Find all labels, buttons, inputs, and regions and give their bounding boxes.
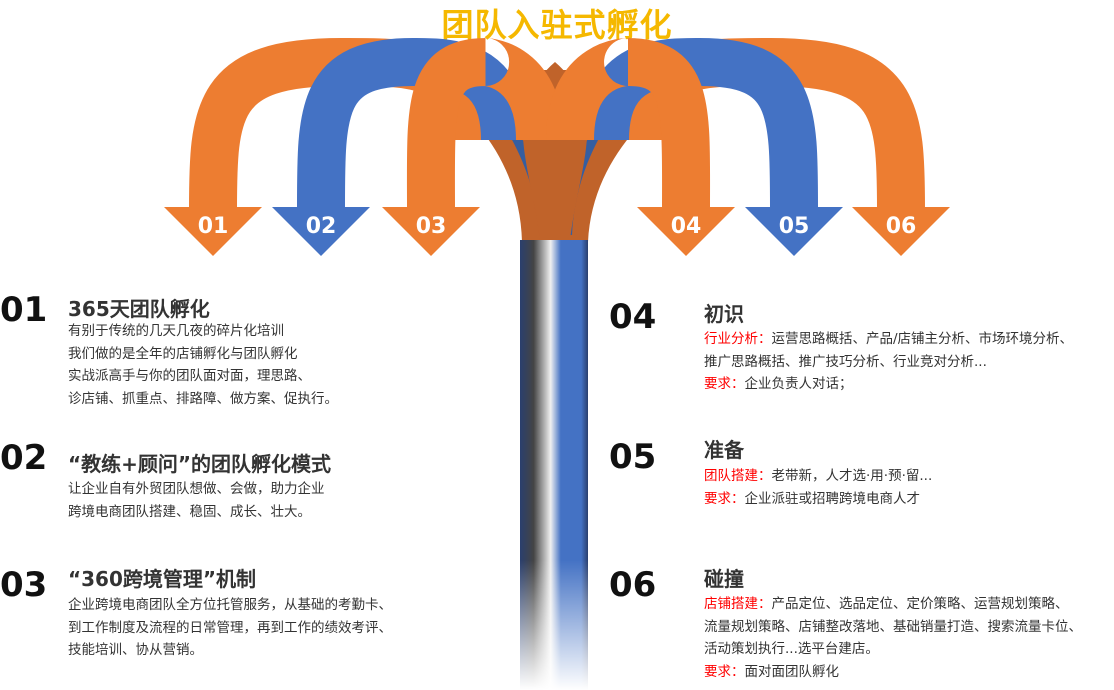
item-heading: 初识 <box>704 302 744 326</box>
body-line: 企业跨境电商团队全方位托管服务，从基础的考勤卡、 <box>68 597 392 613</box>
body-line: 实战派高手与你的团队面对面，理思路、 <box>68 368 311 384</box>
item-heading: 准备 <box>704 438 744 462</box>
item-number: 06 <box>609 565 657 605</box>
body-text: 企业派驻或招聘跨境电商人才 <box>744 490 921 507</box>
arrow-head-05 <box>745 207 843 256</box>
item-number: 03 <box>0 565 48 605</box>
body-line: 流量规划策略、店铺整改落地、基础销量打造、搜索流量卡位、 <box>704 618 1082 635</box>
item-heading: “360跨境管理”机制 <box>68 567 257 591</box>
body-line: 跨境电商团队搭建、稳固、成长、壮大。 <box>68 503 311 520</box>
arrow-label: 02 <box>305 214 337 239</box>
item-body: 让企业自有外贸团队想做、会做，助力企业 跨境电商团队搭建、稳固、成长、壮大。 <box>68 478 325 523</box>
arrow-label: 05 <box>778 214 810 239</box>
body-line: 我们做的是全年的店铺孵化与团队孵化 <box>68 345 298 362</box>
body-text: 企业负责人对话； <box>744 376 853 392</box>
red-label: 要求： <box>704 376 745 392</box>
red-label: 团队搭建： <box>704 468 772 484</box>
red-label: 店铺搭建： <box>704 596 772 612</box>
item-heading: 碰撞 <box>704 567 744 591</box>
arrow-head-04 <box>637 207 735 256</box>
item-heading: “教练+顾问”的团队孵化模式 <box>68 452 332 476</box>
item-body: 行业分析：运营思路概括、产品/店铺主分析、市场环境分析、 推广思路概括、推广技巧… <box>704 328 1073 396</box>
arrow-label: 06 <box>885 214 917 239</box>
item-body: 有别于传统的几天几夜的碎片化培训 我们做的是全年的店铺孵化与团队孵化 实战派高手… <box>68 320 338 410</box>
item-number: 04 <box>609 297 657 337</box>
item-number: 01 <box>0 290 48 330</box>
pipe <box>520 240 588 690</box>
red-label: 要求： <box>704 490 745 507</box>
item-number: 05 <box>609 437 657 477</box>
red-label: 行业分析： <box>704 331 772 347</box>
body-text: 面对面团队孵化 <box>744 663 840 680</box>
body-line: 让企业自有外贸团队想做、会做，助力企业 <box>68 481 325 497</box>
item-body: 企业跨境电商团队全方位托管服务，从基础的考勤卡、 到工作制度及流程的日常管理，再… <box>68 594 392 662</box>
body-line: 推广思路概括、推广技巧分析、行业竞对分析... <box>704 353 987 370</box>
arrow-label: 04 <box>670 214 702 239</box>
arrow-shaft-04 <box>546 37 711 211</box>
arrow-shaft-02 <box>296 37 529 211</box>
arrow-head-01 <box>164 207 262 256</box>
arrow-label: 01 <box>197 214 229 239</box>
red-label: 要求： <box>704 663 745 680</box>
arrow-shaft-05 <box>581 37 819 211</box>
body-line: 技能培训、协从营销。 <box>68 642 203 658</box>
page-title: 团队入驻式孵化 <box>441 6 673 44</box>
body-text: 运营思路概括、产品/店铺主分析、市场环境分析、 <box>771 331 1074 347</box>
body-line: 诊店铺、抓重点、排路障、做方案、促执行。 <box>68 390 338 407</box>
body-line: 有别于传统的几天几夜的碎片化培训 <box>68 323 284 339</box>
item-heading: 365天团队孵化 <box>68 297 210 321</box>
arrow-head-06 <box>852 207 950 256</box>
item-body: 店铺搭建：产品定位、选品定位、定价策略、运营规划策略、 流量规划策略、店铺整改落… <box>704 593 1082 683</box>
item-body: 团队搭建：老带新，人才选·用·预·留... 要求：企业派驻或招聘跨境电商人才 <box>704 465 932 510</box>
body-text: 老带新，人才选·用·预·留... <box>771 468 933 484</box>
body-line: 活动策划执行...选平台建店。 <box>704 641 879 657</box>
body-text: 产品定位、选品定位、定价策略、运营规划策略、 <box>771 596 1069 612</box>
arrow-label: 03 <box>415 214 447 239</box>
arrow-head-03 <box>382 207 480 256</box>
body-line: 到工作制度及流程的日常管理，再到工作的绩效考评、 <box>68 619 392 636</box>
arrow-head-02 <box>272 207 370 256</box>
arrow-shaft-03 <box>406 37 564 211</box>
item-number: 02 <box>0 438 48 478</box>
